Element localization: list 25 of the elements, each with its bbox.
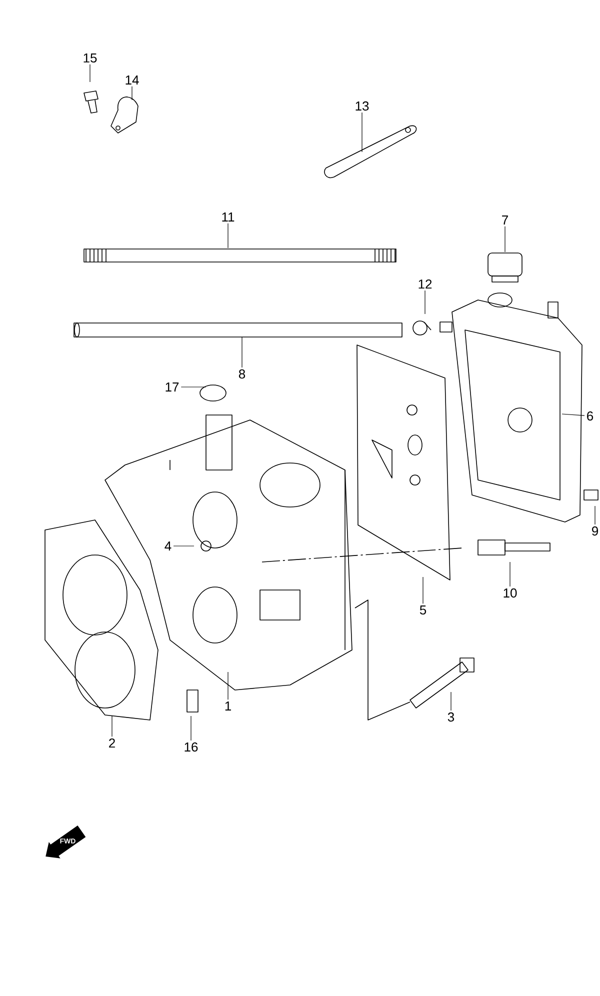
leader-line (180, 386, 206, 388)
leader-line (594, 506, 596, 525)
callout-number: 7 (502, 216, 508, 224)
callout-number: 13 (356, 101, 369, 111)
callout-number: 9 (592, 526, 598, 536)
leader-line (190, 716, 192, 741)
leader-line (504, 226, 506, 252)
leader-line (422, 576, 424, 604)
leader-line (424, 290, 426, 314)
callout-number: 2 (109, 738, 115, 748)
callout-number: 11 (222, 212, 234, 222)
callout-number: 5 (420, 605, 426, 615)
callout-number: 16 (184, 742, 198, 752)
callout-number: 3 (448, 712, 454, 722)
callout-number: 1 (225, 702, 231, 710)
callout-number: 4 (164, 542, 172, 550)
callout-number: 10 (504, 588, 517, 598)
callout-number: 12 (418, 279, 432, 289)
leader-line (562, 414, 585, 416)
callout-number: 15 (84, 53, 97, 63)
callout-number: 6 (587, 411, 594, 421)
callout-number: 8 (238, 369, 246, 379)
leader-line (450, 692, 452, 711)
callout-number: 17 (166, 382, 179, 392)
callout-number: 14 (126, 76, 139, 84)
